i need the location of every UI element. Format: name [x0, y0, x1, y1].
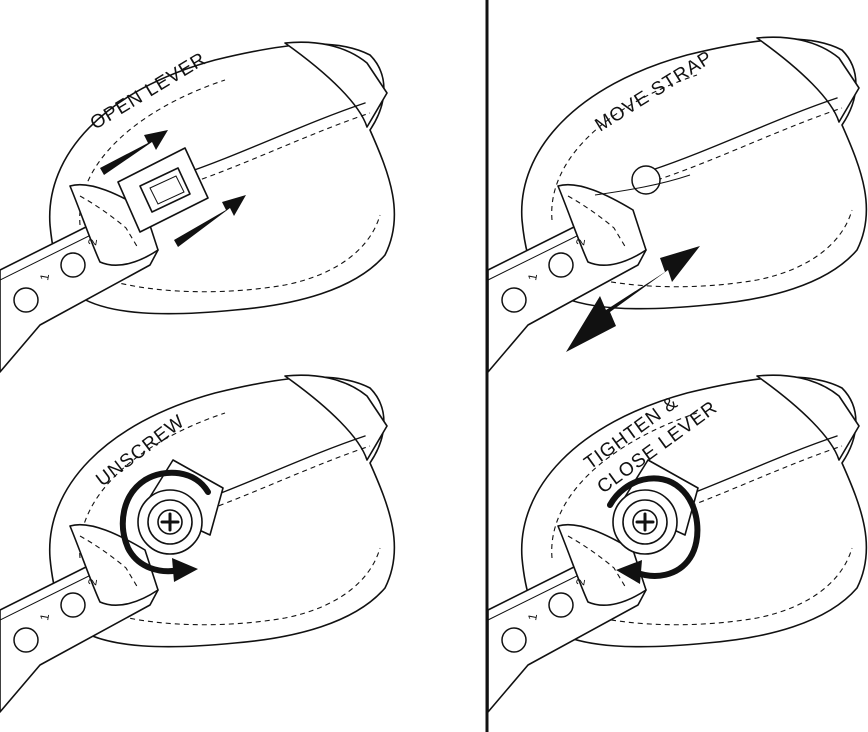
screw-hole [631, 165, 661, 195]
strap-hole-number-1: 1 [37, 612, 52, 621]
panel-move-strap: 1 2 MOVE STRAP [487, 36, 868, 373]
arrow-up-right-icon [100, 130, 168, 175]
strap-hole-number-1: 1 [525, 272, 540, 281]
strap-hole-number-2: 2 [573, 237, 588, 246]
panel-unscrew: 1 2 UNSCREW [0, 374, 396, 713]
panel-open-lever: 1 2 OPEN LEVER [0, 41, 396, 373]
strap-hole-number-1: 1 [525, 612, 540, 621]
double-arrow-icon [566, 246, 700, 352]
counterclockwise-rotate-icon [119, 469, 211, 582]
panel-tighten-close-lever: 1 2 TIGHTEN & CLOSE LEVER [487, 374, 868, 713]
arrow-up-right-icon [174, 195, 246, 247]
lever-bracket [117, 147, 209, 233]
clockwise-rotate-icon [607, 475, 701, 584]
slide-track-line [594, 174, 691, 196]
strap-hole-number-2: 2 [85, 577, 100, 586]
strap-hole-number-1: 1 [37, 272, 52, 281]
strap-hole-number-2: 2 [85, 237, 100, 246]
strap-hole-number-2: 2 [573, 577, 588, 586]
